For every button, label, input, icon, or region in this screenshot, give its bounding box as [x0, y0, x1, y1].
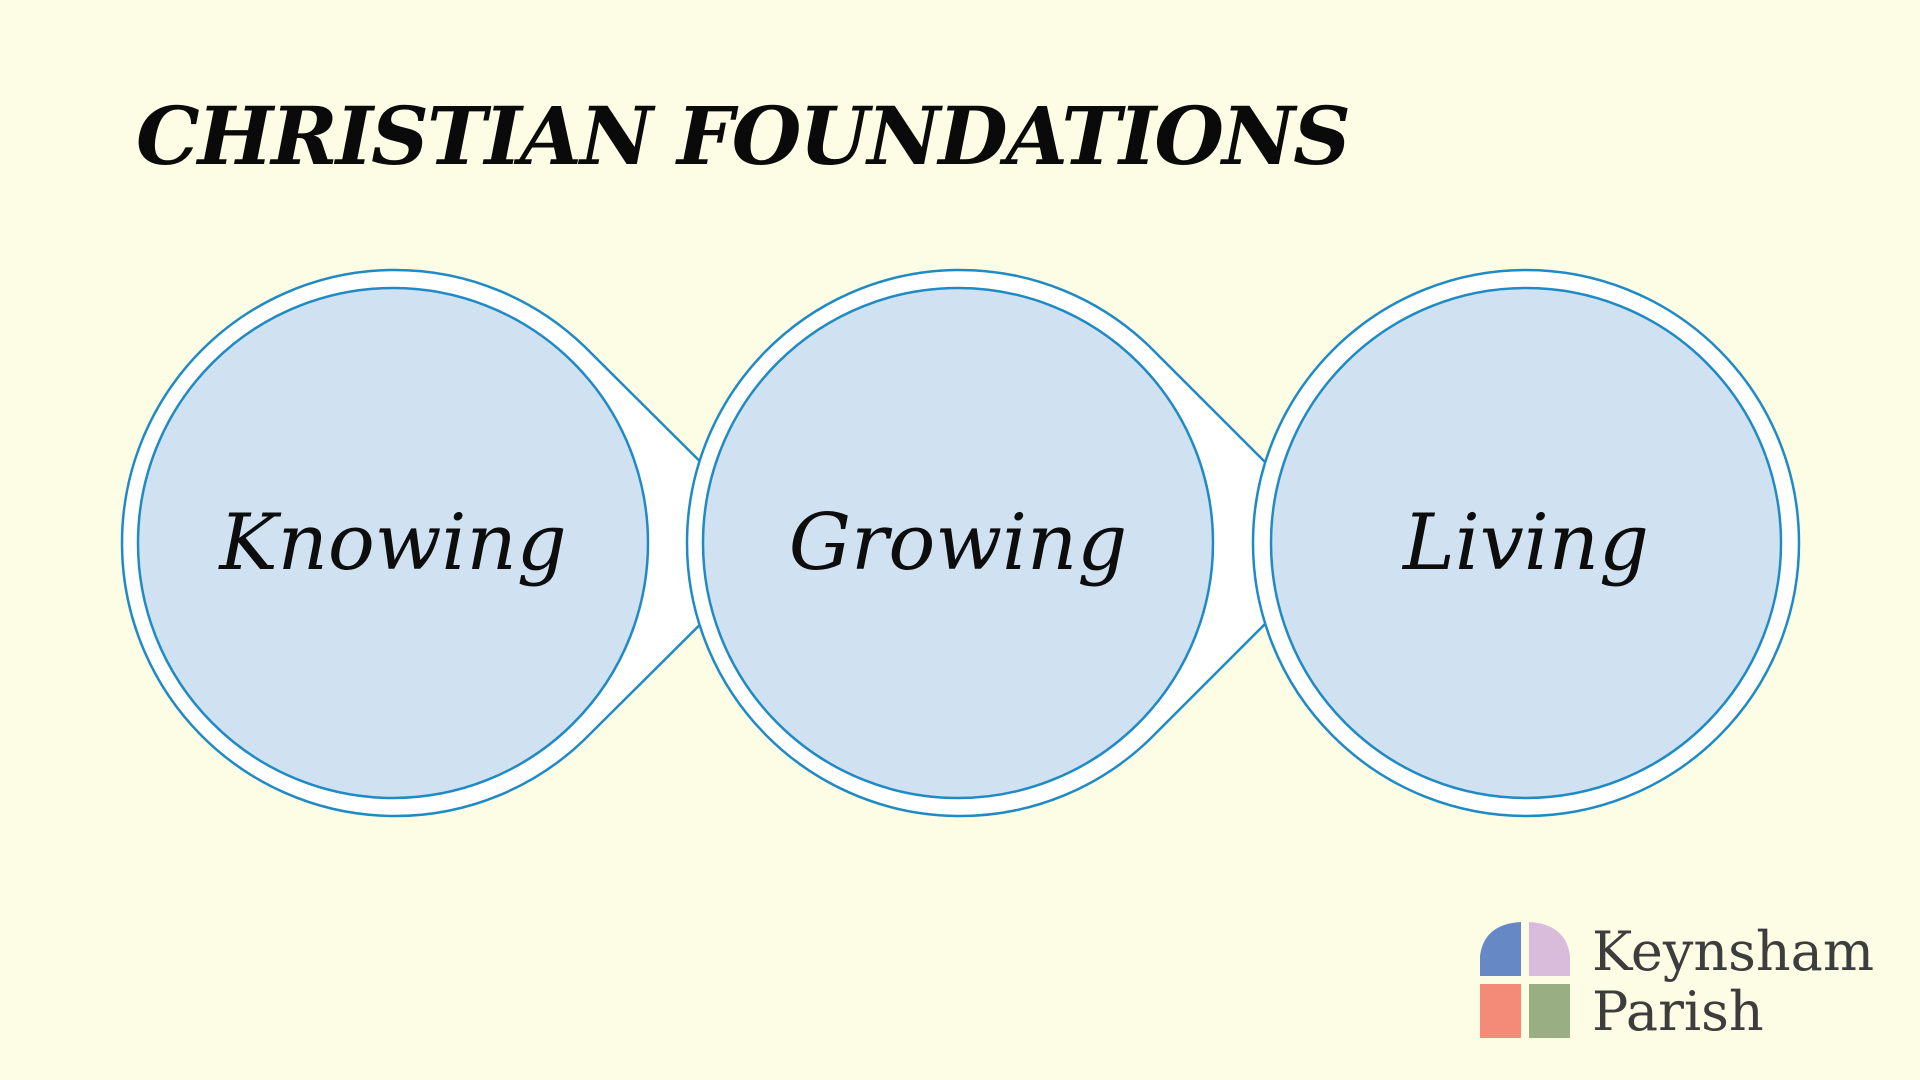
- step-growing-label: Growing: [789, 498, 1127, 588]
- parish-logo-icon: [1480, 922, 1570, 1038]
- step-knowing: Knowing: [120, 268, 784, 818]
- step-knowing-label: Knowing: [217, 498, 566, 588]
- logo-tile-green: [1529, 984, 1570, 1038]
- parish-name-line1: Keynsham: [1592, 920, 1875, 983]
- step-living-label: Living: [1401, 498, 1649, 588]
- step-growing: Growing: [685, 268, 1348, 818]
- step-knowing-circle: [136, 286, 650, 800]
- page-title: CHRISTIAN FOUNDATIONS: [136, 89, 1351, 183]
- parish-name-line2: Parish: [1592, 980, 1764, 1043]
- step-growing-circle: [701, 286, 1215, 800]
- parish-name: Keynsham Parish: [1592, 922, 1874, 1042]
- step-living-circle: [1269, 286, 1783, 800]
- logo-tile-coral: [1480, 984, 1521, 1038]
- step-living: Living: [1251, 268, 1801, 818]
- logo-tile-blue: [1480, 922, 1521, 976]
- logo-tile-lilac: [1529, 922, 1570, 976]
